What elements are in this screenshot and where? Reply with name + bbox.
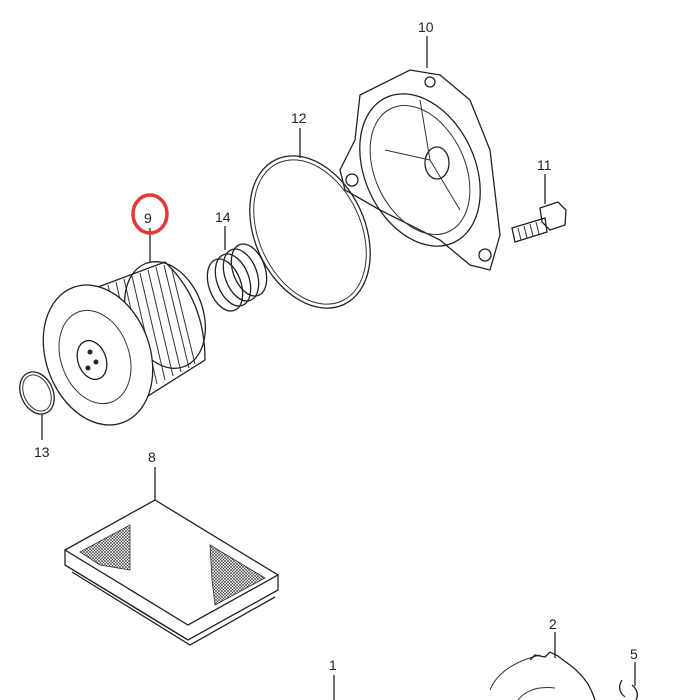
part-2-gear[interactable]: 2: [489, 616, 596, 700]
part-13-o-ring[interactable]: 13: [13, 366, 61, 460]
highlight-circle: [131, 193, 169, 235]
part-5-circlip[interactable]: 5: [618, 646, 638, 700]
label-13: 13: [34, 444, 50, 460]
part-1-oil-pump[interactable]: 1: [329, 657, 337, 700]
part-11-bolt[interactable]: 11: [511, 157, 567, 243]
part-9-oil-filter[interactable]: 9: [25, 193, 220, 440]
part-8-strainer[interactable]: 8: [63, 449, 280, 646]
label-9: 9: [144, 210, 152, 226]
label-1: 1: [329, 657, 337, 673]
part-14-spring[interactable]: 14: [201, 209, 274, 316]
label-10: 10: [418, 19, 434, 35]
label-5: 5: [630, 646, 638, 662]
label-14: 14: [215, 209, 231, 225]
label-11: 11: [537, 157, 552, 173]
part-10-filter-cap[interactable]: 10: [336, 19, 503, 271]
label-12: 12: [291, 110, 307, 126]
label-8: 8: [148, 449, 156, 465]
label-2: 2: [549, 616, 557, 632]
